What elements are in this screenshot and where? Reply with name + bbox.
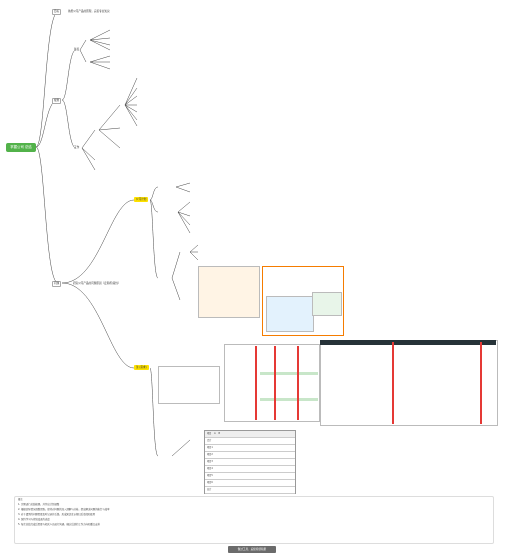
table-header-2: B — [218, 432, 220, 435]
highlight-company-plan[interactable]: 公司计划 — [134, 197, 149, 202]
plan-work[interactable]: 工作 — [74, 146, 80, 149]
form-row-highlight-1 — [260, 372, 318, 375]
plan-year[interactable]: 年度 — [74, 48, 80, 51]
table-row: 项目4 — [205, 466, 295, 473]
notes-line: 2. 根据实际情况调整思路，保持对问题的深入理解与分析，提高解决问题的能力与效率 — [18, 508, 110, 511]
marker-bar-3 — [297, 346, 299, 420]
marker-bar-1 — [255, 346, 257, 420]
flow-image-inner — [266, 296, 314, 332]
highlight-requirement[interactable]: 注 (需求) — [134, 365, 149, 370]
table-row: 项目3 — [205, 459, 295, 466]
table-header-1: A — [214, 432, 216, 435]
table-row: 合计 — [205, 438, 295, 445]
branch-problem[interactable]: 问题 — [52, 281, 62, 287]
table-row: 项目6 — [205, 480, 295, 487]
table-header: 项目 A B — [205, 431, 295, 438]
notes-line: 5. 每次总结完成后需要与相关人员进行沟通，确认后续的工作方向和重点安排 — [18, 523, 100, 526]
table-row: 项目5 — [205, 473, 295, 480]
marker-bar-5 — [480, 342, 482, 424]
table-thumbnail — [320, 340, 498, 426]
notes-line: 3. 对于遇到的问题需要及时记录并反馈，形成知识库以便日后查阅和使用 — [18, 513, 96, 516]
branch-goal-note: 熟悉公司产品的原理，完善专业知识 — [68, 10, 110, 13]
branch-problem-note: 研究公司产品的问题原因（定期/阶段性） — [73, 282, 121, 285]
marker-bar-2 — [274, 346, 276, 420]
table-header-0: 项目 — [207, 432, 212, 435]
table-row: 总计 — [205, 487, 295, 494]
form-row-highlight-2 — [260, 398, 318, 401]
branch-plan[interactable]: 规划 — [52, 98, 62, 104]
notes-title: 备注 — [18, 498, 23, 501]
chart-thumbnail — [158, 366, 220, 404]
notes-line: 1. 定期进行总结梳理，并作出计划调整 — [18, 503, 60, 506]
flow-image-green — [312, 292, 342, 316]
notes-box: 备注 1. 定期进行总结梳理，并作出计划调整 2. 根据实际情况调整思路，保持对… — [14, 496, 494, 544]
summary-table: 项目 A B 合计 项目1 项目2 项目3 项目4 项目5 项目6 总计 — [204, 430, 296, 494]
notes-line: 4. 保持学习与持续改进的态度 — [18, 518, 50, 521]
footer-label: 做过工具、后续持续积累 — [228, 546, 276, 553]
form-thumbnail — [224, 344, 320, 422]
table-row: 项目2 — [205, 452, 295, 459]
table-row: 项目1 — [205, 445, 295, 452]
table-thumbnail-header — [320, 340, 496, 345]
marker-bar-4 — [392, 342, 394, 424]
root-node[interactable]: 掌握公司 总结 — [6, 143, 36, 152]
flow-image-left — [198, 266, 260, 318]
branch-goal[interactable]: 目标 — [52, 9, 62, 15]
